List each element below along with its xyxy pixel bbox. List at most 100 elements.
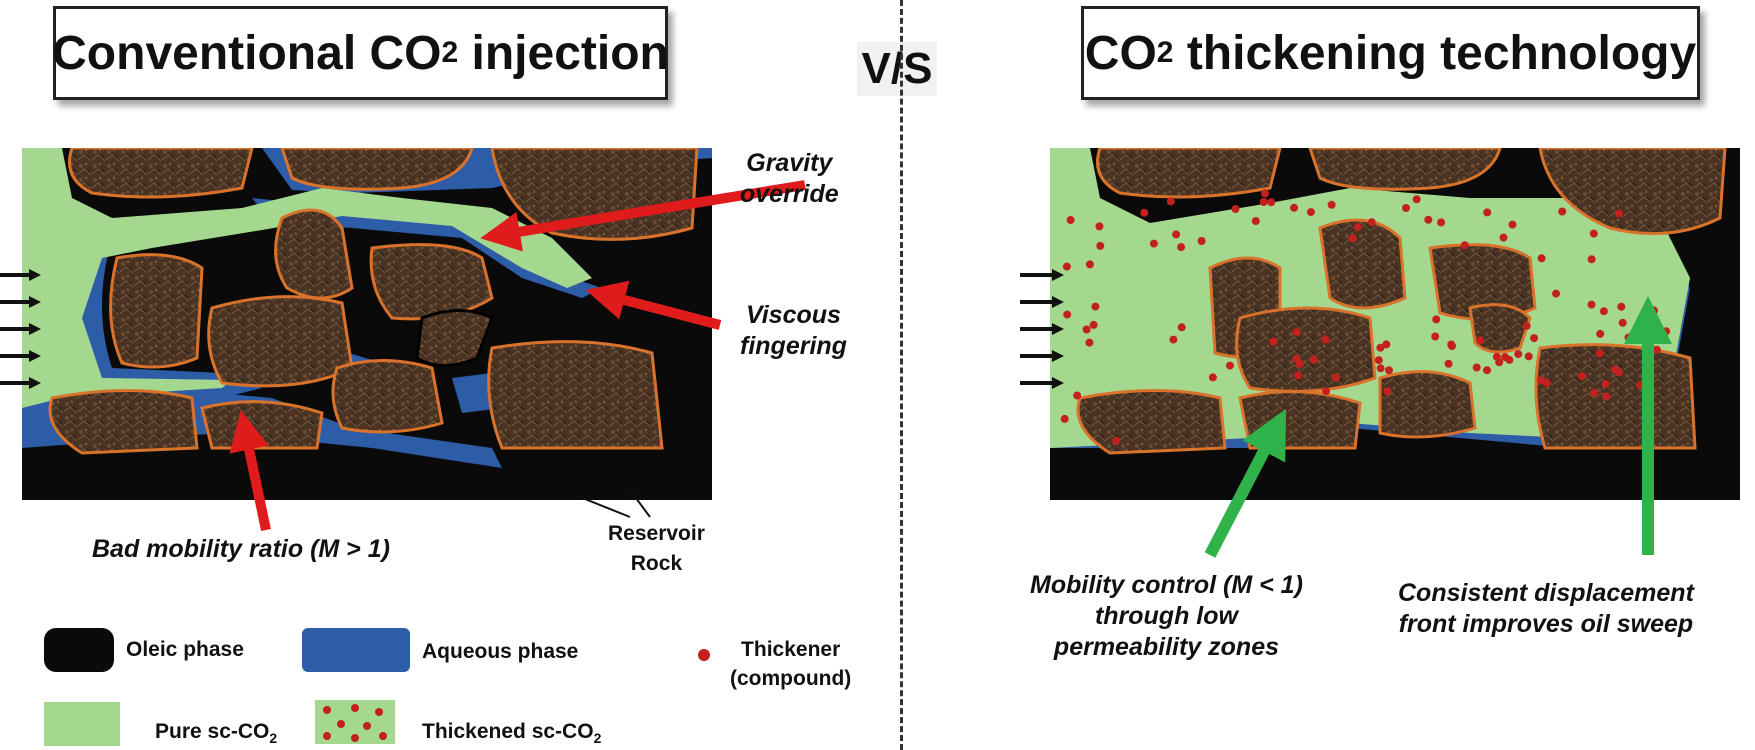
thickener-dot: [1495, 358, 1504, 367]
thickener-dot: [1306, 208, 1315, 217]
thickener-dot: [1402, 204, 1410, 212]
legend-thickened-co2-sub: 2: [593, 730, 602, 746]
thickener-dot: [1437, 218, 1446, 227]
thickener-dot: [1060, 414, 1069, 423]
fingering-text: fingering: [740, 332, 847, 360]
thickener-dot: [1599, 307, 1608, 316]
right-title-tail: thickening technology: [1173, 26, 1697, 80]
thickener-dot: [1587, 255, 1596, 264]
thickener-dot: [1095, 222, 1104, 231]
thickener-dot: [1508, 220, 1517, 229]
thickener-dot: [1650, 306, 1658, 315]
reservoir-rock-grain: [1428, 243, 1537, 321]
viscous-fingering-label: Viscous fingering: [740, 300, 847, 362]
thickener-dot: [1618, 318, 1627, 327]
thickener-dot: [1662, 327, 1671, 336]
thickener-dot: [1172, 230, 1181, 239]
reservoir-text: Reservoir: [608, 522, 705, 545]
thickener-dot: [1267, 198, 1276, 207]
right-title-subscript: 2: [1156, 36, 1174, 69]
thickener-dot: [1261, 189, 1270, 198]
thickener-dot: [1197, 237, 1206, 245]
legend-thickener-line-1: Thickener: [741, 638, 841, 661]
thickener-dot: [1617, 302, 1626, 311]
thickener-dot: [1063, 310, 1072, 319]
thickener-dot: [1177, 323, 1186, 332]
thickener-dot: [1091, 302, 1100, 311]
thickener-dots-group: [1060, 189, 1671, 445]
reservoir-rock-grain: [200, 400, 324, 450]
reservoir-rock-grain: [1538, 148, 1727, 236]
thickener-dot: [1460, 241, 1469, 250]
legend-thickener-label: Thickener (compound): [730, 635, 851, 693]
thickener-dot: [1259, 198, 1268, 206]
thickener-dot: [1432, 315, 1441, 324]
rock-text: Rock: [630, 552, 683, 575]
thickener-dot: [1348, 234, 1357, 243]
thickener-dot: [1169, 335, 1178, 344]
thickener-dot: [1589, 229, 1598, 238]
thickener-dot: [1624, 333, 1633, 342]
legend-oleic-swatch: [44, 628, 114, 672]
thickener-dot: [1578, 372, 1586, 381]
thickener-dot: [1292, 328, 1301, 337]
thickener-dot: [1089, 320, 1098, 329]
reservoir-rock-grain: [369, 243, 494, 321]
thickener-dot: [1294, 371, 1302, 380]
thickener-dot: [1537, 254, 1546, 263]
thickener-dot: [1112, 436, 1121, 445]
thickener-dot: [1082, 325, 1091, 334]
thickener-dot: [1140, 208, 1149, 217]
reservoir-rock-grain: [280, 148, 474, 191]
thickener-dot: [1322, 387, 1330, 396]
thickener-dot: [1501, 353, 1510, 362]
thickener-dot: [1290, 203, 1299, 212]
versus-label: V/S: [857, 42, 937, 96]
thickener-dot: [1062, 262, 1071, 271]
mobility-control-label: Mobility control (M < 1) through low per…: [1030, 570, 1303, 663]
thickener-dot: [1602, 392, 1611, 401]
thickener-dot: [1231, 205, 1240, 213]
thickener-dot: [1149, 239, 1158, 248]
thickener-dot: [1085, 260, 1094, 269]
thickener-dot: [1524, 352, 1533, 361]
reservoir-rock-label: Reservoir Rock: [608, 519, 705, 579]
thickener-dot: [1226, 361, 1234, 370]
thickener-dot: [1614, 368, 1623, 377]
thickener-dot: [1590, 389, 1599, 398]
isolated-rock-grain: [415, 309, 494, 367]
reservoir-rock-grain: [487, 340, 664, 450]
consistent-displacement-label: Consistent displacement front improves o…: [1398, 578, 1694, 640]
thickener-dot: [1374, 356, 1383, 365]
legend-oleic-label: Oleic phase: [126, 638, 244, 661]
reservoir-rock-grain: [1096, 148, 1282, 199]
thickening-reservoir-panel: [1050, 148, 1740, 500]
legend-thickener-swatch: [698, 649, 710, 661]
right-title-main: CO: [1084, 26, 1157, 80]
reservoir-rock-grain: [331, 359, 444, 434]
thickener-dot: [1431, 332, 1440, 341]
legend-thickened-co2-swatch: [315, 700, 395, 744]
thickener-dot: [1483, 366, 1491, 375]
thickener-dot: [1367, 218, 1376, 227]
gravity-override-label: Gravity override: [740, 148, 839, 210]
thickener-dot: [1448, 342, 1456, 351]
dashed-divider: [900, 0, 903, 750]
thickener-dot: [1353, 223, 1362, 232]
legend-thickened-co2-label: Thickened sc-CO2: [422, 720, 601, 746]
mobility-line-2: through low: [1094, 602, 1238, 630]
thickener-dot: [1522, 321, 1531, 330]
thickener-dot: [1066, 216, 1075, 224]
thickener-dot: [1424, 215, 1433, 224]
thickener-dot: [1552, 289, 1561, 298]
thickener-dot: [1269, 337, 1278, 346]
thickener-dot: [1636, 381, 1645, 390]
legend-pure-co2-main: Pure sc-CO: [155, 720, 270, 743]
thickener-dot: [1376, 364, 1385, 373]
thickener-dot: [1292, 354, 1301, 363]
thickener-dot: [1383, 387, 1392, 396]
consistent-line-1: Consistent displacement: [1398, 579, 1694, 607]
conventional-pore-diagram: [22, 148, 712, 468]
legend-pure-co2-sub: 2: [269, 730, 278, 746]
legend-aqueous-label: Aqueous phase: [422, 640, 579, 663]
